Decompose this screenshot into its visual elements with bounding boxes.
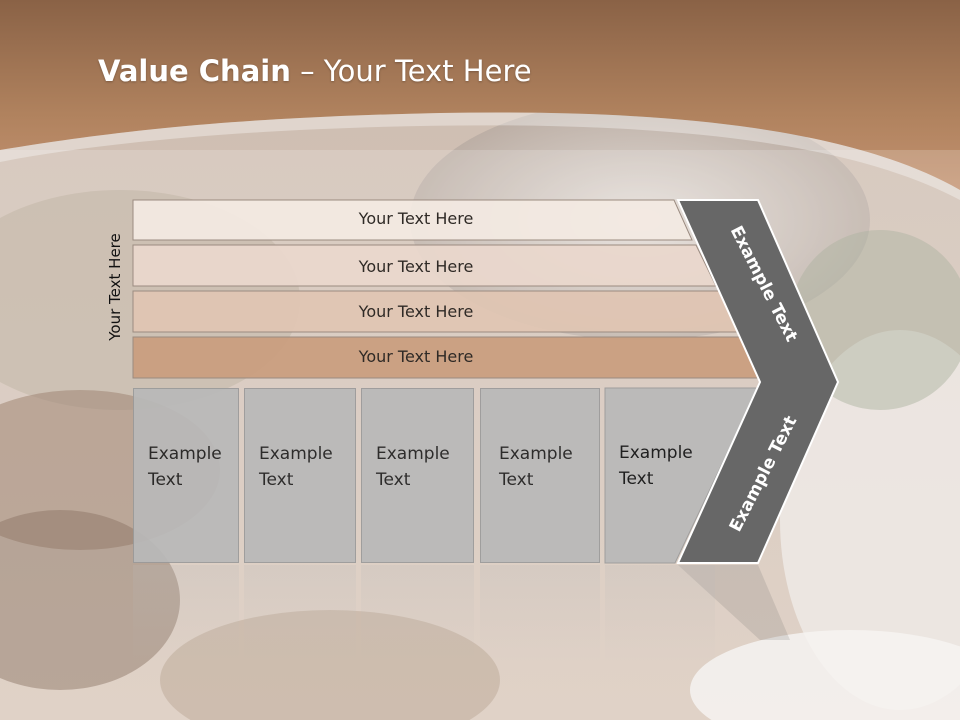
box-5-line2: Text bbox=[619, 469, 654, 489]
box-1-line2: Text bbox=[148, 470, 183, 490]
band-3[interactable] bbox=[132, 290, 741, 333]
box-2-line1: Example bbox=[259, 444, 333, 464]
box-4-line2: Text bbox=[499, 470, 534, 490]
box-3-line1: Example bbox=[376, 444, 450, 464]
box-4-line1: Example bbox=[499, 444, 573, 464]
box-5-shape[interactable] bbox=[604, 387, 759, 564]
box-2-reflection bbox=[244, 565, 356, 665]
box-3-line2: Text bbox=[376, 470, 411, 490]
band-2[interactable] bbox=[132, 244, 717, 287]
band-1[interactable] bbox=[132, 199, 693, 241]
box-1-reflection bbox=[133, 565, 239, 665]
box-2-line2: Text bbox=[259, 470, 294, 490]
box-5-reflection bbox=[605, 565, 715, 665]
box-4-reflection bbox=[480, 565, 600, 665]
band-4[interactable] bbox=[132, 336, 765, 379]
box-1-line1: Example bbox=[148, 444, 222, 464]
box-3-reflection bbox=[361, 565, 474, 665]
title-bold: Value Chain bbox=[98, 54, 291, 88]
chevron-arrow[interactable] bbox=[676, 199, 840, 564]
title-rest: – Your Text Here bbox=[290, 54, 532, 88]
slide-title: Value Chain – Your Text Here bbox=[98, 54, 532, 88]
box-5-line1: Example bbox=[619, 443, 693, 463]
